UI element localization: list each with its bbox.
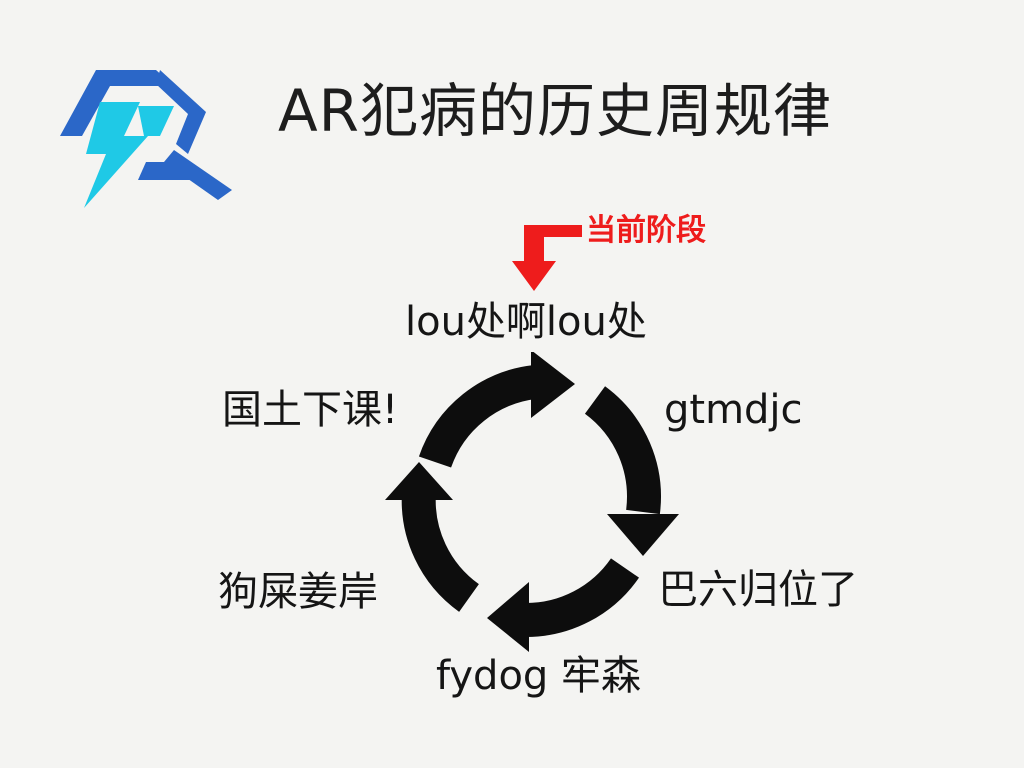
- stage-label-2: gtmdjc: [664, 387, 803, 433]
- logo-frame-right: [156, 70, 206, 154]
- cycle-arrowhead-left: [385, 462, 453, 500]
- stage-label-6: 国土下课!: [222, 387, 399, 433]
- cycle-arrowhead-top: [531, 352, 575, 418]
- lightning-p-logo-icon: [60, 70, 232, 208]
- cycle-arc-left: [401, 490, 480, 612]
- page-title: AR犯病的历史周规律: [278, 77, 832, 145]
- cycle-arrowhead-right: [607, 514, 679, 556]
- cycle-arc-bottom: [524, 557, 640, 638]
- current-stage-arrow-icon: [512, 225, 582, 291]
- current-stage-label: 当前阶段: [586, 213, 706, 248]
- cycle-arrowhead-bottom: [487, 582, 529, 652]
- stage-label-4: fydog 牢森: [436, 653, 642, 699]
- stage-label-1: lou处啊lou处: [405, 299, 647, 345]
- cycle-arc-right: [584, 386, 661, 515]
- cycle-arc-top-left: [418, 365, 538, 469]
- logo-lightning: [84, 102, 148, 208]
- logo-frame-base: [138, 162, 196, 180]
- cycle-arrows-icon: [385, 352, 679, 652]
- stage-label-5: 狗屎姜岸: [218, 569, 378, 615]
- logo-lightning-accent: [138, 106, 174, 136]
- logo-frame-left: [60, 70, 174, 136]
- stage-label-3: 巴六归位了: [658, 567, 858, 613]
